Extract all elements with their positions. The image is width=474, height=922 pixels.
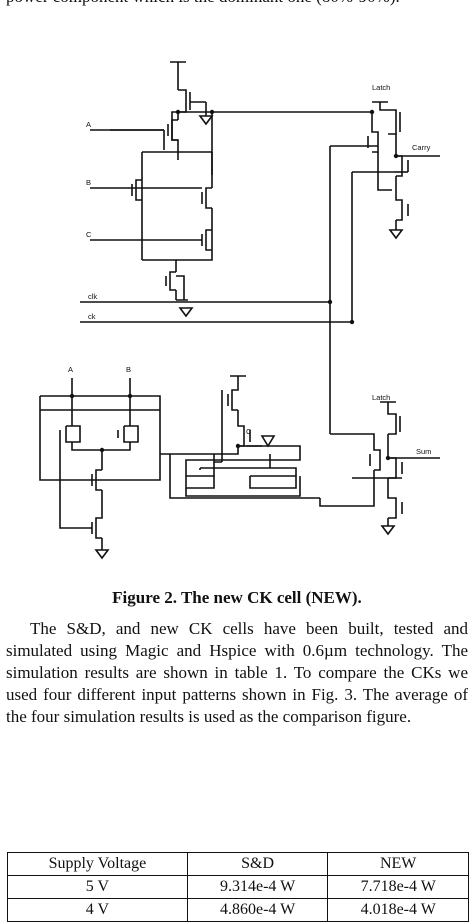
label-clk: clk xyxy=(88,292,97,301)
label-a2: A xyxy=(68,365,73,374)
label-ck: ck xyxy=(88,312,96,321)
header-sd: S&D xyxy=(186,852,329,876)
results-table: Supply Voltage S&D NEW 5 V 9.314e-4 W 7.… xyxy=(7,852,469,922)
label-a: A xyxy=(86,120,91,129)
table-row: 5 V 9.314e-4 W 7.718e-4 W xyxy=(7,875,469,899)
label-b: B xyxy=(86,178,91,187)
table-header-row: Supply Voltage S&D NEW xyxy=(7,852,469,876)
table-row: 4 V 4.860e-4 W 4.018e-4 W xyxy=(7,898,469,922)
label-c: C xyxy=(86,230,92,239)
header-new: NEW xyxy=(327,852,469,876)
ck-cell-schematic: A B C clk ck Latch Carry Latch Sum A B C xyxy=(39,61,440,560)
label-sum: Sum xyxy=(416,447,431,456)
label-carry: Carry xyxy=(412,143,431,152)
figure-caption: Figure 2. The new CK cell (NEW). xyxy=(112,588,362,607)
label-c2: C xyxy=(246,427,252,436)
label-b2: B xyxy=(126,365,131,374)
header-supply-voltage: Supply Voltage xyxy=(7,852,188,876)
body-paragraph: The S&D, and new CK cells have been buil… xyxy=(6,619,468,726)
top-text-fragment: power component which is the dominant on… xyxy=(6,0,468,8)
label-latch-sum: Latch xyxy=(372,393,390,402)
label-latch-carry: Latch xyxy=(372,83,390,92)
